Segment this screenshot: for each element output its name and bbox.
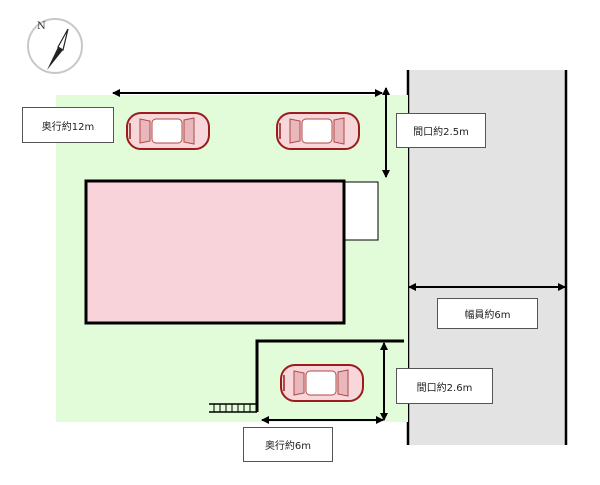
car-icon — [276, 112, 360, 150]
frontage-top-label: 間口約2.5m — [396, 113, 486, 148]
road-width-label: 幅員約6m — [437, 298, 538, 329]
car-icon — [126, 112, 210, 150]
frontage-bottom-label: 間口約2.6m — [396, 368, 493, 404]
compass-letter: N — [37, 21, 46, 32]
boundary-wall — [255, 339, 404, 412]
north-arrow-icon — [27, 18, 83, 74]
building — [84, 179, 346, 325]
depth-top-label: 奥行約12m — [22, 107, 114, 143]
annex — [341, 181, 379, 241]
depth-bottom-label: 奥行約6m — [243, 427, 333, 462]
car-icon — [280, 364, 364, 402]
steps — [209, 403, 257, 413]
